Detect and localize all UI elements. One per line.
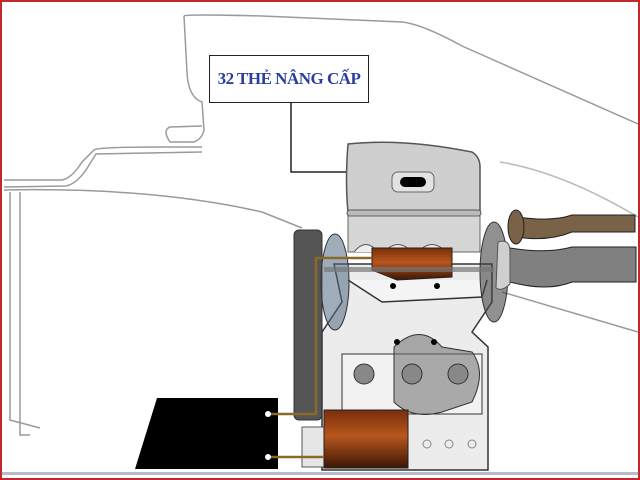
exhaust-pipe-lower (509, 246, 637, 288)
battery-pack (135, 398, 278, 469)
callout-box: 32 THẺ NÂNG CẤP (209, 55, 369, 103)
clutch-disc-left (320, 233, 350, 331)
motor-generator-top (324, 247, 494, 281)
callout-leader-line (290, 103, 358, 173)
bottom-divider (2, 472, 638, 475)
motor-generator-bottom (323, 409, 409, 469)
engine-airbox (345, 141, 482, 253)
callout-label: 32 THẺ NÂNG CẤP (217, 69, 361, 88)
power-cables (268, 256, 372, 459)
exhaust-pipe-upper (516, 214, 636, 240)
car-body-outline (3, 14, 638, 436)
